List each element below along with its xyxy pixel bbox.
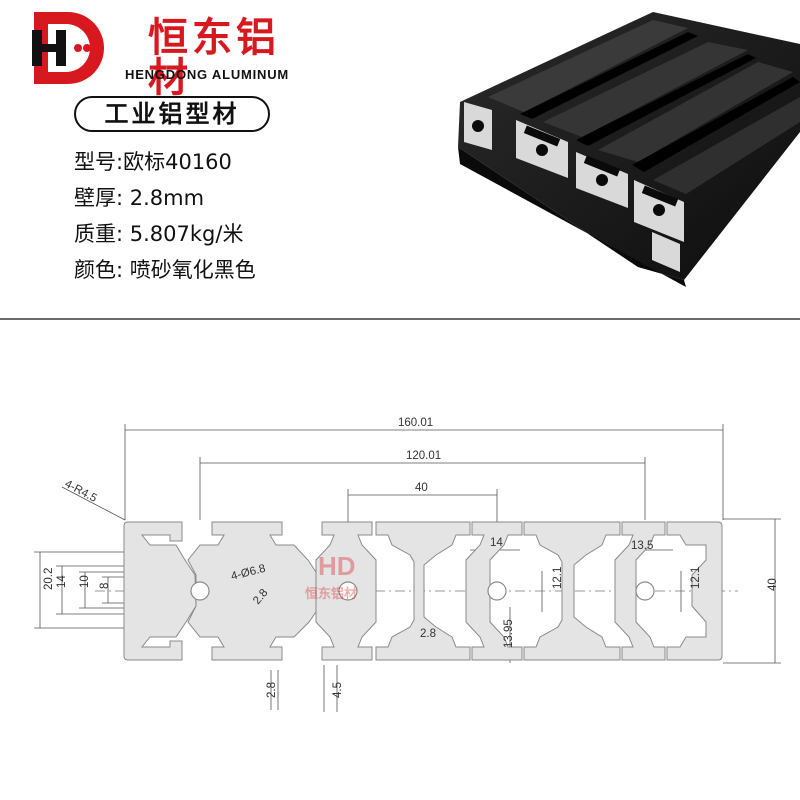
watermark-text: 恒东铝材 [305,586,357,602]
spec-label: 壁厚: [74,186,124,210]
dim-lip-2-8: 2.8 [266,682,278,698]
spec-value: 欧标40160 [123,150,232,174]
spec-model: 型号:欧标40160 [74,144,256,180]
spec-label: 质重: [74,222,124,246]
spec-list: 型号:欧标40160 壁厚: 2.8mm 质重: 5.807kg/米 颜色: 喷… [74,144,256,288]
spec-value: 2.8mm [123,186,205,210]
dim-left-10: 10 [79,575,91,588]
center-holes [190,581,655,601]
section-divider [0,318,800,320]
cross-section-drawing: HD 恒东铝材 160.01 120.01 40 4-R4.5 4-Ø6.8 2… [34,417,781,712]
spec-weight: 质重: 5.807kg/米 [74,216,256,252]
spec-label: 型号: [74,150,124,174]
dim-left-8: 8 [99,583,111,589]
brand-name-cn: 恒东铝材 [148,15,280,101]
product-photo [458,12,800,287]
profile-section [123,521,723,661]
dim-core-12-1-a: 12.1 [552,567,564,589]
dim-slot-span: 120.01 [406,450,441,462]
dim-side-height: 20.2 [43,568,55,590]
brand-header: 恒东铝材 HENGDONG ALUMINUM [28,8,318,98]
dim-wall-inner: 2.8 [420,628,436,640]
dim-height: 40 [767,578,779,591]
dim-corner-radius: 4-R4.5 [63,478,99,505]
watermark: HD 恒东铝材 [305,551,357,602]
dim-overall-width: 160.01 [398,417,433,429]
dim-web-13-5: 13.5 [631,540,653,552]
dim-core-12-1-b: 12.1 [690,567,702,589]
brand-name-en: HENGDONG ALUMINUM [125,67,290,82]
dimension-lines [34,424,781,712]
dim-pitch: 40 [415,482,428,494]
watermark-letters: HD [318,551,356,581]
spec-value: 喷砂氧化黑色 [123,258,256,282]
brand-logo-icon [32,12,104,84]
spec-wall-thickness: 壁厚: 2.8mm [74,180,256,216]
dim-lip-4-5: 4.5 [332,682,344,698]
spec-color: 颜色: 喷砂氧化黑色 [74,252,256,288]
dim-web-14: 14 [490,537,503,549]
product-title: 工业铝型材 [74,96,270,132]
dim-left-14: 14 [56,575,68,588]
spec-label: 颜色: [74,258,124,282]
spec-value: 5.807kg/米 [123,222,244,246]
dim-depth-13-95: 13.95 [503,619,515,648]
